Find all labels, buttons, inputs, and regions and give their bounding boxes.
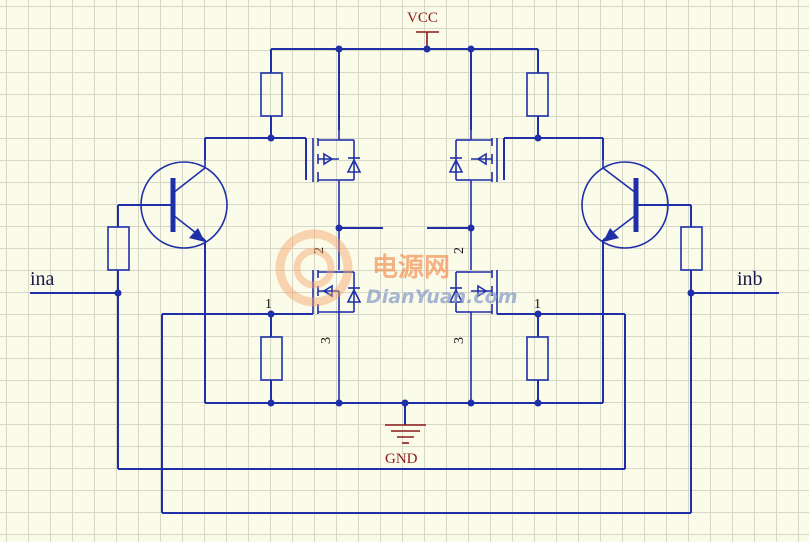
- npn-transistor-left: [118, 160, 228, 403]
- input-b-net: inb: [691, 268, 779, 294]
- ina-label: ina: [30, 268, 55, 290]
- q4-pin-source: 3: [452, 337, 467, 344]
- gate-node-right: [503, 137, 604, 180]
- gnd-symbol: GND: [385, 424, 426, 467]
- resistor-pullup-left: [260, 72, 283, 138]
- gnd-label: GND: [385, 451, 418, 467]
- resistor-base-right: [680, 205, 703, 293]
- cross-loop-inb-to-q3: [161, 293, 692, 514]
- vcc-symbol: VCC: [407, 10, 439, 48]
- q3-pin-gate: 1: [265, 297, 272, 312]
- mosfet-q4-low-right: 2 1 3: [448, 228, 541, 403]
- vcc-label: VCC: [407, 10, 438, 26]
- junction-dots: [114, 45, 695, 407]
- top-rail: [270, 48, 539, 130]
- npn-transistor-right: [581, 160, 691, 403]
- mosfet-q3-low-left: 2 1 3: [265, 228, 362, 403]
- q4-pin-gate: 1: [534, 297, 541, 312]
- inb-label: inb: [737, 268, 763, 290]
- watermark: 电源网 DianYuan.com: [275, 229, 518, 308]
- q3-pin-source: 3: [319, 337, 334, 344]
- resistor-pulldown-right: [526, 314, 549, 403]
- resistor-pullup-right: [526, 72, 549, 138]
- cross-loop-ina-to-q4: [117, 293, 626, 470]
- mosfet-q1-high-left: [312, 130, 362, 229]
- input-a-net: ina: [30, 268, 118, 294]
- mosfet-q2-high-right: [448, 130, 498, 229]
- watermark-logo-icon: [275, 229, 353, 307]
- gate-node-left: [204, 137, 307, 180]
- resistor-pulldown-left: [260, 314, 283, 403]
- watermark-brand: 电源网: [372, 253, 450, 283]
- resistor-base-left: [107, 205, 130, 293]
- q4-pin-drain: 2: [452, 247, 467, 254]
- q3-pin-drain: 2: [312, 247, 327, 254]
- watermark-url: DianYuan.com: [366, 286, 518, 308]
